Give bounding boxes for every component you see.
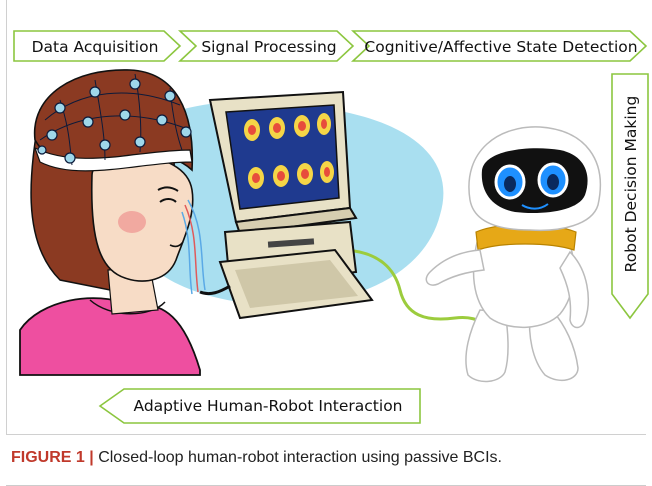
figure-frame-bottom <box>6 434 646 435</box>
eeg-cap-girl-illustration <box>19 69 231 376</box>
step-label-adaptive-interaction: Adaptive Human-Robot Interaction <box>134 397 403 415</box>
step-arrow-robot-decision: Robot Decision Making <box>611 73 649 320</box>
step-arrow-data-acquisition: Data Acquisition <box>13 30 182 62</box>
computer-monitor-illustration <box>208 90 374 320</box>
step-label-state-detection: Cognitive/Affective State Detection <box>364 38 637 56</box>
robot-illustration <box>425 126 602 383</box>
caption-separator: | <box>89 449 94 466</box>
step-label-data-acquisition: Data Acquisition <box>32 38 159 56</box>
cable <box>344 248 487 326</box>
eeg-electrodes <box>37 78 192 164</box>
step-arrow-signal-processing: Signal Processing <box>177 30 355 62</box>
figure-frame-left <box>6 0 7 434</box>
caption-text: Closed-loop human-robot interaction usin… <box>98 449 502 466</box>
figure-caption: FIGURE 1 | Closed-loop human-robot inter… <box>11 449 641 467</box>
step-label-robot-decision: Robot Decision Making <box>622 96 640 273</box>
step-arrow-state-detection: Cognitive/Affective State Detection <box>350 30 648 62</box>
brain-map-tiles <box>244 113 334 189</box>
step-arrow-adaptive-interaction: Adaptive Human-Robot Interaction <box>98 388 421 424</box>
step-label-signal-processing: Signal Processing <box>201 38 336 56</box>
caption-label: FIGURE 1 <box>11 449 85 466</box>
